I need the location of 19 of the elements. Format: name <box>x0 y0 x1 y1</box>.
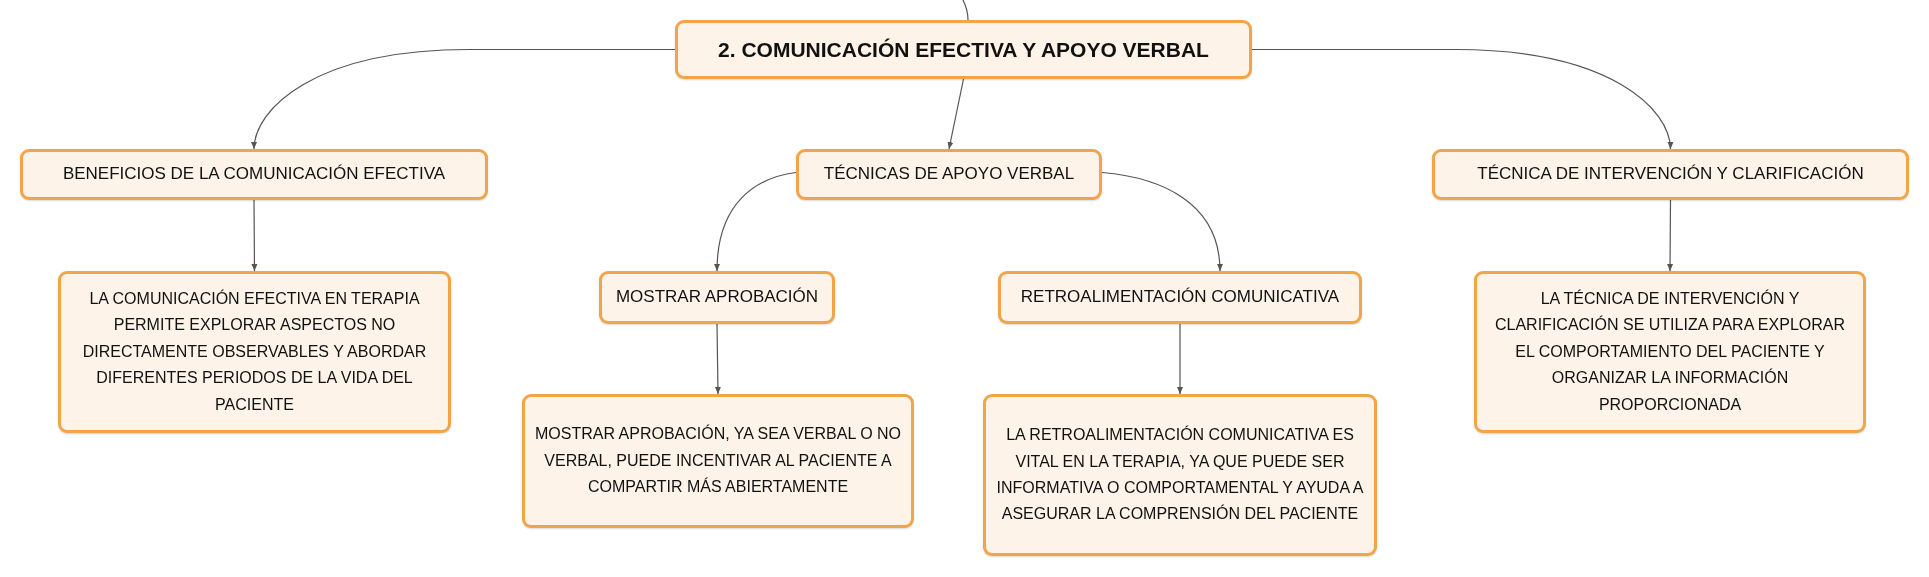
subtopic-box: RETROALIMENTACIÓN COMUNICATIVA <box>998 271 1362 324</box>
connector-arrow <box>1251 48 1673 150</box>
connector-arrow <box>251 199 258 272</box>
connector-arrow <box>1177 323 1183 395</box>
connector-arrow <box>251 48 676 150</box>
description-box: MOSTRAR APROBACIÓN, YA SEA VERBAL O NO VERBAL, PUEDE INCENTIVAR AL PACIENTE A COMPARTIR MÁS ABIERTAMENTE <box>522 394 914 528</box>
connector-arrow <box>714 171 797 272</box>
connector-arrow <box>1667 199 1674 272</box>
description-box: LA RETROALIMENTACIÓN COMUNICATIVA ES VITAL EN LA TERAPIA, YA QUE PUEDE SER INFORMATIVA O COMPORTAMENTAL Y AYUDA A ASEGURAR LA COMPRENSIÓN DEL PACIENTE <box>983 394 1377 556</box>
connector-arrow <box>714 323 721 395</box>
topic-box: 2. COMUNICACIÓN EFECTIVA Y APOYO VERBAL <box>675 20 1252 79</box>
connector-arrow <box>1101 171 1223 272</box>
subtopic-box: TÉCNICA DE INTERVENCIÓN Y CLARIFICACIÓN <box>1432 149 1909 200</box>
description-box: LA TÉCNICA DE INTERVENCIÓN Y CLARIFICACIÓN SE UTILIZA PARA EXPLORAR EL COMPORTAMIENTO DEL PACIENTE Y ORGANIZAR LA INFORMACIÓN PROPORCIONADA <box>1474 271 1866 433</box>
subtopic-box: BENEFICIOS DE LA COMUNICACIÓN EFECTIVA <box>20 149 488 200</box>
subtopic-box: MOSTRAR APROBACIÓN <box>599 271 835 324</box>
subtopic-box: TÉCNICAS DE APOYO VERBAL <box>796 149 1102 200</box>
connector-arrow <box>947 78 965 150</box>
description-box: LA COMUNICACIÓN EFECTIVA EN TERAPIA PERMITE EXPLORAR ASPECTOS NO DIRECTAMENTE OBSERVABLES Y ABORDAR DIFERENTES PERIODOS DE LA VIDA DEL PACIENTE <box>58 271 451 433</box>
